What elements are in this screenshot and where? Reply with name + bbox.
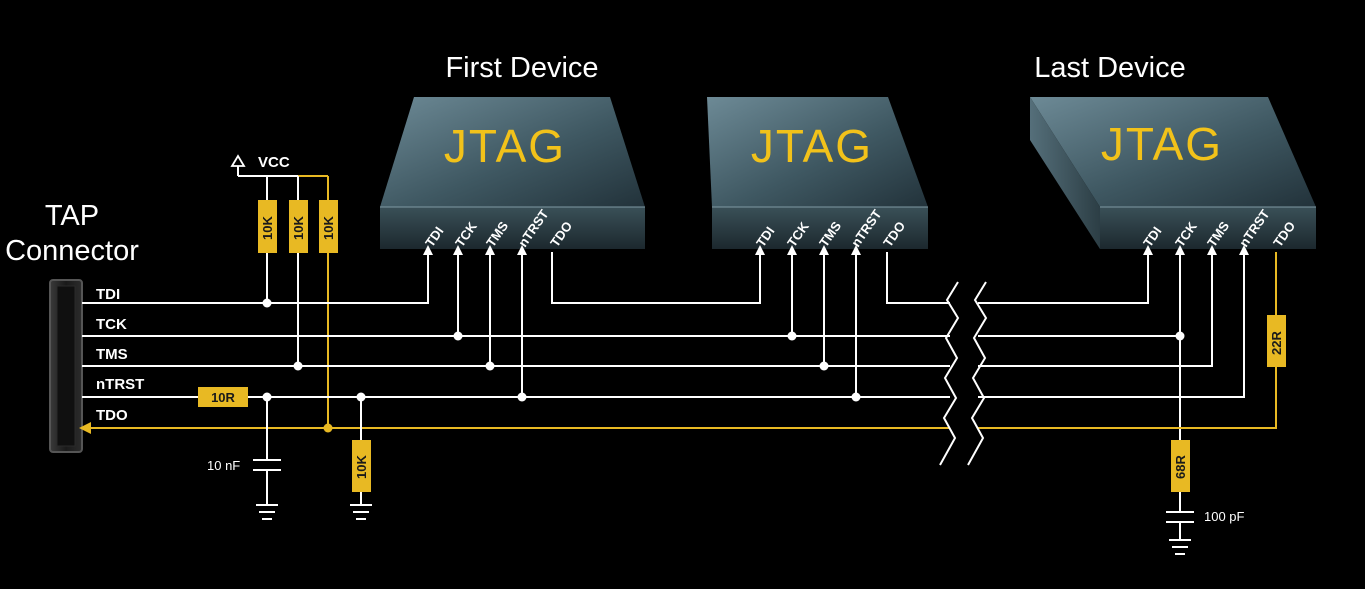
vcc-label: VCC [258, 154, 290, 171]
device-chip-last: JTAG [1030, 97, 1316, 249]
signal-label-tdi: TDI [96, 286, 120, 303]
ground-symbol [256, 504, 278, 520]
resistor-label: 10K [291, 216, 306, 240]
ground-symbol [350, 504, 372, 520]
resistor-label: 10K [321, 216, 336, 240]
chip-label-last: JTAG [1101, 118, 1223, 170]
wire-tdi-first [82, 245, 433, 304]
break-mark-left [939, 281, 960, 466]
wire-tdo-return-right [978, 367, 1277, 429]
resistor-label: 10K [354, 455, 369, 479]
resistor-label: 68R [1173, 455, 1188, 479]
resistor-label: 22R [1269, 331, 1284, 355]
resistor-tdo-series [1267, 315, 1286, 367]
wire-tms-right [978, 245, 1217, 367]
wire-ntrst-right [978, 245, 1249, 398]
resistor-ntrst-pulldown [352, 440, 371, 492]
wire-tdo-middle [886, 252, 950, 304]
resistor-tck-term [1171, 440, 1190, 492]
resistor-label: 10R [211, 390, 235, 405]
resistor-label: 10K [260, 216, 275, 240]
break-mark-right [967, 281, 988, 466]
signal-label-tdo: TDO [96, 407, 128, 424]
device-heading-first: First Device [445, 52, 598, 84]
resistor-ntrst-series [198, 387, 248, 407]
junction-dots [262, 298, 1185, 433]
cap-label-tck: 100 pF [1204, 509, 1245, 524]
tap-label-line2: Connector [5, 235, 139, 267]
device-chip-first: JTAG [380, 97, 645, 249]
resistor-pullup-tdo [319, 200, 338, 253]
tap-label-line1: TAP [45, 200, 99, 232]
signal-label-tck: TCK [96, 316, 127, 333]
device-chip-middle: JTAG [707, 97, 928, 249]
wire-tdi-last [978, 245, 1153, 304]
chip-label-middle: JTAG [751, 120, 873, 172]
signal-label-ntrst: nTRST [96, 376, 144, 393]
cap-label-ntrst: 10 nF [207, 458, 240, 473]
resistor-pullup-tdi [258, 200, 277, 253]
ground-symbol [1169, 539, 1191, 555]
device-heading-last: Last Device [1034, 52, 1186, 84]
wire-tdo-tdi-1 [551, 245, 765, 304]
chip-label-first: JTAG [444, 120, 566, 172]
vcc-symbol: VCC [230, 154, 290, 176]
signal-label-tms: TMS [96, 346, 128, 363]
resistor-pullup-tms [289, 200, 308, 253]
tap-connector-slot [56, 285, 76, 447]
